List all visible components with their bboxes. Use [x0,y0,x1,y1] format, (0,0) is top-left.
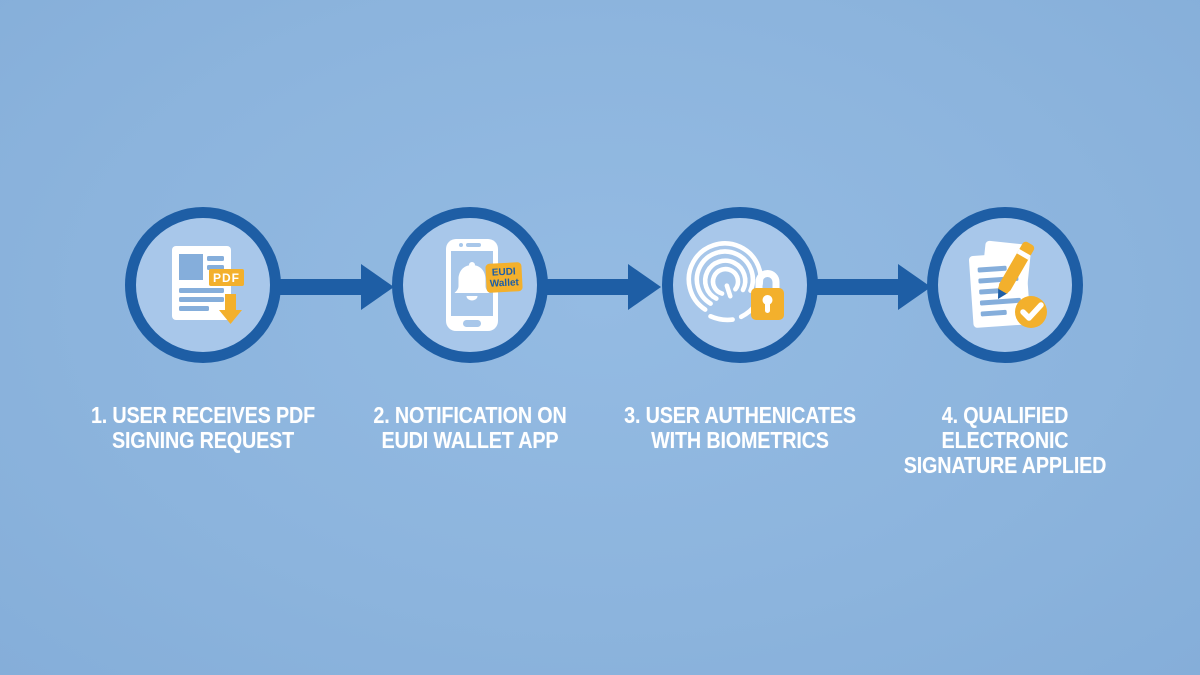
svg-text:EUDI: EUDI [492,266,517,278]
flow-arrow-2 [540,264,661,310]
document-signature-icon [968,240,1047,328]
bell-icon [454,262,490,301]
svg-text:PDF: PDF [213,271,240,285]
pdf-document-download-icon: PDF [172,246,244,324]
step-3-label-line2: WITH BIOMETRICS [651,427,829,453]
svg-text:Wallet: Wallet [490,277,520,290]
check-badge-icon [1015,296,1047,328]
pdf-badge: PDF [209,269,244,286]
step-4-label-line1: 4. QUALIFIED ELECTRONIC [941,402,1069,453]
step-3-label: 3. USER AUTHENICATES WITH BIOMETRICS [611,403,869,453]
download-arrow-icon [219,294,242,324]
step-1-circle: PDF [125,207,281,363]
pencil-icon [998,241,1035,299]
lock-icon [751,270,784,320]
step-2-label-line1: 2. NOTIFICATION ON [373,402,567,428]
step-1-label-line2: SIGNING REQUEST [111,427,295,453]
step-2-label: 2. NOTIFICATION ON EUDI WALLET APP [341,403,599,453]
step-3-label-line1: 3. USER AUTHENICATES [624,402,856,428]
step-2-circle: EUDI Wallet [392,207,548,363]
flow-arrow-3 [810,264,931,310]
step-2-label-line2: EUDI WALLET APP [381,427,559,453]
flow-arrow-1 [273,264,394,310]
step-1-label: 1. USER RECEIVES PDF SIGNING REQUEST [74,403,332,453]
step-1-label-line1: 1. USER RECEIVES PDF [90,402,316,428]
step-4-label: 4. QUALIFIED ELECTRONIC SIGNATURE APPLIE… [876,403,1134,478]
step-3-circle [662,207,818,363]
phone-notification-icon: EUDI Wallet [446,239,523,331]
step-4-circle [927,207,1083,363]
step-4-label-line2: SIGNATURE APPLIED [903,452,1107,478]
eudi-wallet-badge: EUDI Wallet [485,262,523,293]
fingerprint-lock-icon [686,241,784,323]
